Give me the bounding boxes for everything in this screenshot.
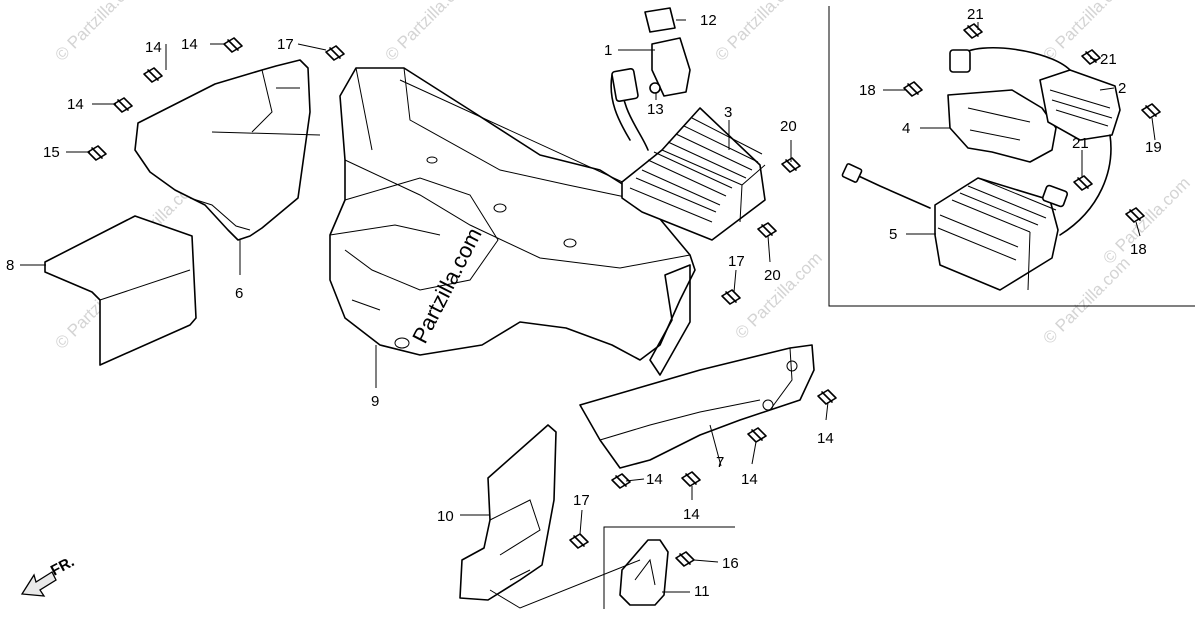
bolt-group <box>87 23 1161 567</box>
callout-19: 19 <box>1145 139 1162 156</box>
callout-20: 20 <box>780 118 797 135</box>
part-9-hole <box>493 203 507 213</box>
part-2-fins <box>1049 89 1113 127</box>
callout-17: 17 <box>728 253 745 270</box>
callout-16: 16 <box>722 555 739 572</box>
callout-21: 21 <box>967 6 984 23</box>
part-2-connector <box>949 49 971 73</box>
arrow-down-left-icon <box>20 571 57 597</box>
callout-14: 14 <box>741 471 758 488</box>
part-10-bracket <box>459 424 557 601</box>
part-13-bolt <box>649 82 661 94</box>
callout-12: 12 <box>700 12 717 29</box>
inset-border-bottom <box>603 526 735 609</box>
callout-11: 11 <box>694 583 710 600</box>
callout-14: 14 <box>683 506 700 523</box>
part-5-regulator <box>841 163 1069 291</box>
watermark: © Partzilla.com <box>731 248 825 342</box>
callout-7: 7 <box>716 454 724 471</box>
callout-4: 4 <box>902 120 910 137</box>
part-9-hole <box>394 337 410 349</box>
callout-3: 3 <box>724 104 732 121</box>
callout-8: 8 <box>6 257 14 274</box>
front-direction-indicator: FR. <box>20 553 77 597</box>
part-9-air-cleaner-case <box>329 67 696 361</box>
callout-18: 18 <box>1130 241 1147 258</box>
callout-5: 5 <box>889 226 897 243</box>
watermark: © Partzilla.com <box>1039 0 1133 65</box>
part-12-cushion <box>644 7 676 33</box>
part-9-hole <box>563 238 577 248</box>
part-1-clamp <box>651 37 691 97</box>
part-9-hole <box>426 156 438 164</box>
part-9-detail <box>329 67 691 311</box>
callout-2: 2 <box>1118 80 1126 97</box>
part-9-bracket <box>649 264 691 376</box>
watermark: © Partzilla.com <box>51 0 145 65</box>
part-6-cover <box>134 59 311 241</box>
part-7-hole <box>762 399 774 411</box>
callout-14: 14 <box>145 39 162 56</box>
part-10-detail <box>489 499 541 581</box>
part-6-detail <box>189 69 321 231</box>
inset-border-top-right <box>828 6 1195 307</box>
part-2-regulator <box>1039 69 1121 141</box>
callout-14: 14 <box>646 471 663 488</box>
callout-17: 17 <box>573 492 590 509</box>
callout-13: 13 <box>647 101 664 118</box>
callout-10: 10 <box>437 508 454 525</box>
callout-14: 14 <box>181 36 198 53</box>
part-7-hole <box>786 360 798 372</box>
callout-21: 21 <box>1100 51 1117 68</box>
part-8-detail <box>99 269 191 301</box>
callout-9: 9 <box>371 393 379 410</box>
callout-21: 21 <box>1072 135 1089 152</box>
leader-lines <box>20 19 1156 609</box>
part-7-detail <box>599 347 793 441</box>
part-11-bracket <box>619 539 669 606</box>
callout-14: 14 <box>817 430 834 447</box>
part-11-detail <box>634 558 656 586</box>
callout-20: 20 <box>764 267 781 284</box>
watermark: © Partzilla.com <box>381 0 475 65</box>
callout-15: 15 <box>43 144 60 161</box>
callout-18: 18 <box>859 82 876 99</box>
callout-labels: 12 1 13 3 14 14 17 14 15 8 6 9 20 20 17 … <box>6 6 1162 600</box>
part-4-bracket <box>947 89 1057 163</box>
callout-6: 6 <box>235 285 243 302</box>
part-7-heat-shield <box>579 344 815 469</box>
part-4-detail <box>967 107 1031 141</box>
part-8-cover <box>44 215 197 366</box>
callout-17: 17 <box>277 36 294 53</box>
watermark: © Partzilla.com <box>711 0 805 65</box>
watermark: © Partzilla.com <box>1039 253 1133 347</box>
callout-1: 1 <box>604 42 612 59</box>
callout-14: 14 <box>67 96 84 113</box>
